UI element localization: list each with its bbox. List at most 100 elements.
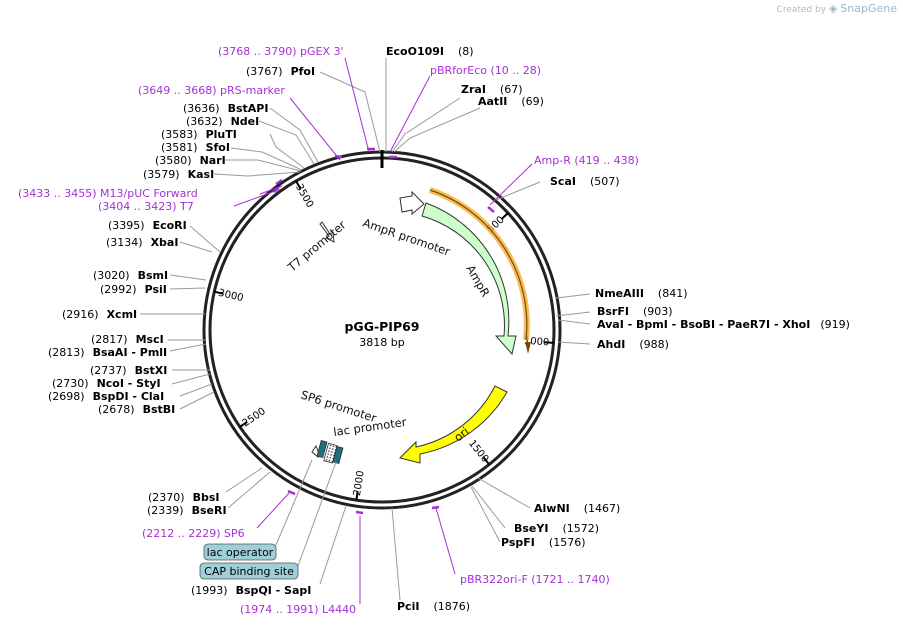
site-position: (3632) [186,115,223,128]
site-name: XcmI [107,308,138,321]
site-position: (1572) [562,522,599,535]
ampr-label: AmpR [463,263,492,300]
site-position: (841) [658,287,688,300]
site-position: (2813) [48,346,85,359]
site-name: SfoI [206,141,230,154]
site-name: NcoI - StyI [97,377,161,390]
site-name: BstXI [135,364,168,377]
primer-label: (3768 .. 3790) pGEX 3' [218,45,344,58]
site-position: (919) [820,318,850,331]
site-position: (1876) [433,600,470,613]
site-name: AhdI [597,338,625,351]
site-name: NmeAIII [595,287,644,300]
site-position: (2817) [91,333,128,346]
site-label: PciI (1876) [397,600,470,613]
snapgene-logo-icon: ◈ [828,2,838,15]
lac-operator-text: lac operator [207,546,274,559]
site-name: BspQI - SapI [236,584,312,597]
site-leader-lines [140,58,591,601]
site-name: BbsI [193,491,220,504]
lac-region [311,440,344,464]
site-name: BstBI [143,403,176,416]
site-label: BsrFI(903) [597,305,673,318]
site-label: (2698)BspDI - ClaI [48,390,164,403]
plasmid-name: pGG-PIP69 [344,319,419,334]
site-position: (2737) [90,364,127,377]
site-name: PluTI [206,128,237,141]
tick-mark [295,180,302,190]
site-position: (3636) [183,102,220,115]
ampr-promoter-arrow [399,190,425,216]
site-position: (67) [500,83,523,96]
site-label: (3767)PfoI [246,65,315,78]
site-label: (2813) BsaAI - PmlI [48,346,167,359]
plasmid-length: 3818 bp [359,336,404,349]
site-label: (3583)PluTI [161,128,237,141]
site-name: AatII [478,95,507,108]
site-position: (2370) [148,491,185,504]
restriction-sites: EcoO109I(8) (3767)PfoI ZraI(67) AatII(69… [48,45,850,613]
site-position: (507) [590,175,620,188]
primer-label: (3433 .. 3455) M13/pUC Forward [18,187,198,200]
tick-mark [214,290,224,295]
amp-r-primer-line [429,189,528,341]
site-label: (2678) BstBI [98,403,175,416]
tick-label: 3000 [217,288,244,304]
primer-label: pBRforEco (10 .. 28) [430,64,541,77]
site-label: (3134) XbaI [106,236,178,249]
site-position: (2678) [98,403,135,416]
site-position: (2730) [52,377,89,390]
site-position: (988) [639,338,669,351]
ori-arrow [399,385,508,464]
snapgene-credit: Created by ◈ SnapGene [777,2,897,15]
site-position: (3020) [93,269,130,282]
site-label: (2817) MscI [91,333,164,346]
site-name: PciI [397,600,419,613]
cap-site-callout: CAP binding site [199,461,337,580]
tick-mark [544,341,554,344]
cap-site-text: CAP binding site [204,565,294,578]
site-label: (3020) BsmI [93,269,168,282]
site-name: XbaI [151,236,179,249]
site-position: (1467) [584,502,621,515]
site-label: (2730) NcoI - StyI [52,377,161,390]
lac-operator-tag [203,543,277,561]
site-label: AlwNI(1467) [534,502,620,515]
site-position: (2992) [100,283,137,296]
lac-operator-callout: lac operator [203,459,313,561]
site-position: (903) [643,305,673,318]
tick-mark [500,212,509,220]
site-name: BspDI - ClaI [93,390,165,403]
ampr-arrow [421,202,517,356]
tick-mark [482,456,491,466]
credit-prefix: Created by [776,5,827,15]
site-name: BstAPI [228,102,269,115]
site-label: (1993) BspQI - SapI [191,584,311,597]
primer-binding-marks [273,147,495,515]
primer-label: Amp-R (419 .. 438) [534,154,639,167]
site-label: (2992) PsiI [100,283,167,296]
site-name: ZraI [461,83,486,96]
site-name: PfoI [291,65,316,78]
site-label: ZraI (67) [461,83,523,96]
site-position: (3134) [106,236,143,249]
site-name: KasI [188,168,215,181]
site-label: (3581)SfoI [161,141,230,154]
site-label: BseYI(1572) [514,522,599,535]
site-name: PspFI [501,536,535,549]
site-position: (2339) [147,504,184,517]
tick-mark [355,491,359,501]
site-label: (3580)NarI [155,154,226,167]
site-name: PsiI [145,283,167,296]
site-label: (3395)EcoRI [108,219,187,232]
site-name: MscI [136,333,164,346]
site-position: (1993) [191,584,228,597]
site-label: AhdI (988) [597,338,669,351]
primer-label: (3404 .. 3423) T7 [98,200,194,213]
site-label: (2339)BseRI [147,504,227,517]
site-label: (3636) BstAPI [183,102,268,115]
primer-label: (1974 .. 1991) L4440 [240,603,356,616]
site-name: BsmI [138,269,169,282]
site-name: BsaAI - PmlI [93,346,168,359]
t7-promoter-label: T7 promoter [284,218,349,275]
